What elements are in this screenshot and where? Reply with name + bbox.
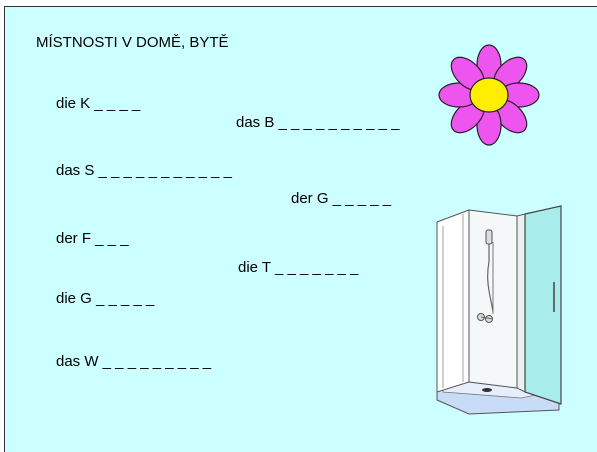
word-blank-die-t: die T _ _ _ _ _ _ _ (238, 259, 359, 276)
word-blank-die-g: die G _ _ _ _ _ (56, 290, 155, 307)
word-blank-das-s: das S _ _ _ _ _ _ _ _ _ _ _ (56, 162, 232, 179)
flower-icon (438, 44, 540, 146)
word-blank-der-g: der G _ _ _ _ _ (291, 190, 392, 207)
worksheet-title: MÍSTNOSTI V DOMĚ, BYTĚ (36, 34, 229, 51)
worksheet-slide: MÍSTNOSTI V DOMĚ, BYTĚ die K _ _ _ _ das… (4, 6, 597, 452)
word-blank-das-w: das W _ _ _ _ _ _ _ _ _ (56, 353, 212, 370)
word-blank-die-k: die K _ _ _ _ (56, 95, 141, 112)
shower-cabin-icon (436, 205, 562, 415)
word-blank-das-b: das B _ _ _ _ _ _ _ _ _ _ (236, 114, 400, 131)
word-blank-der-f: der F _ _ _ (56, 230, 129, 247)
